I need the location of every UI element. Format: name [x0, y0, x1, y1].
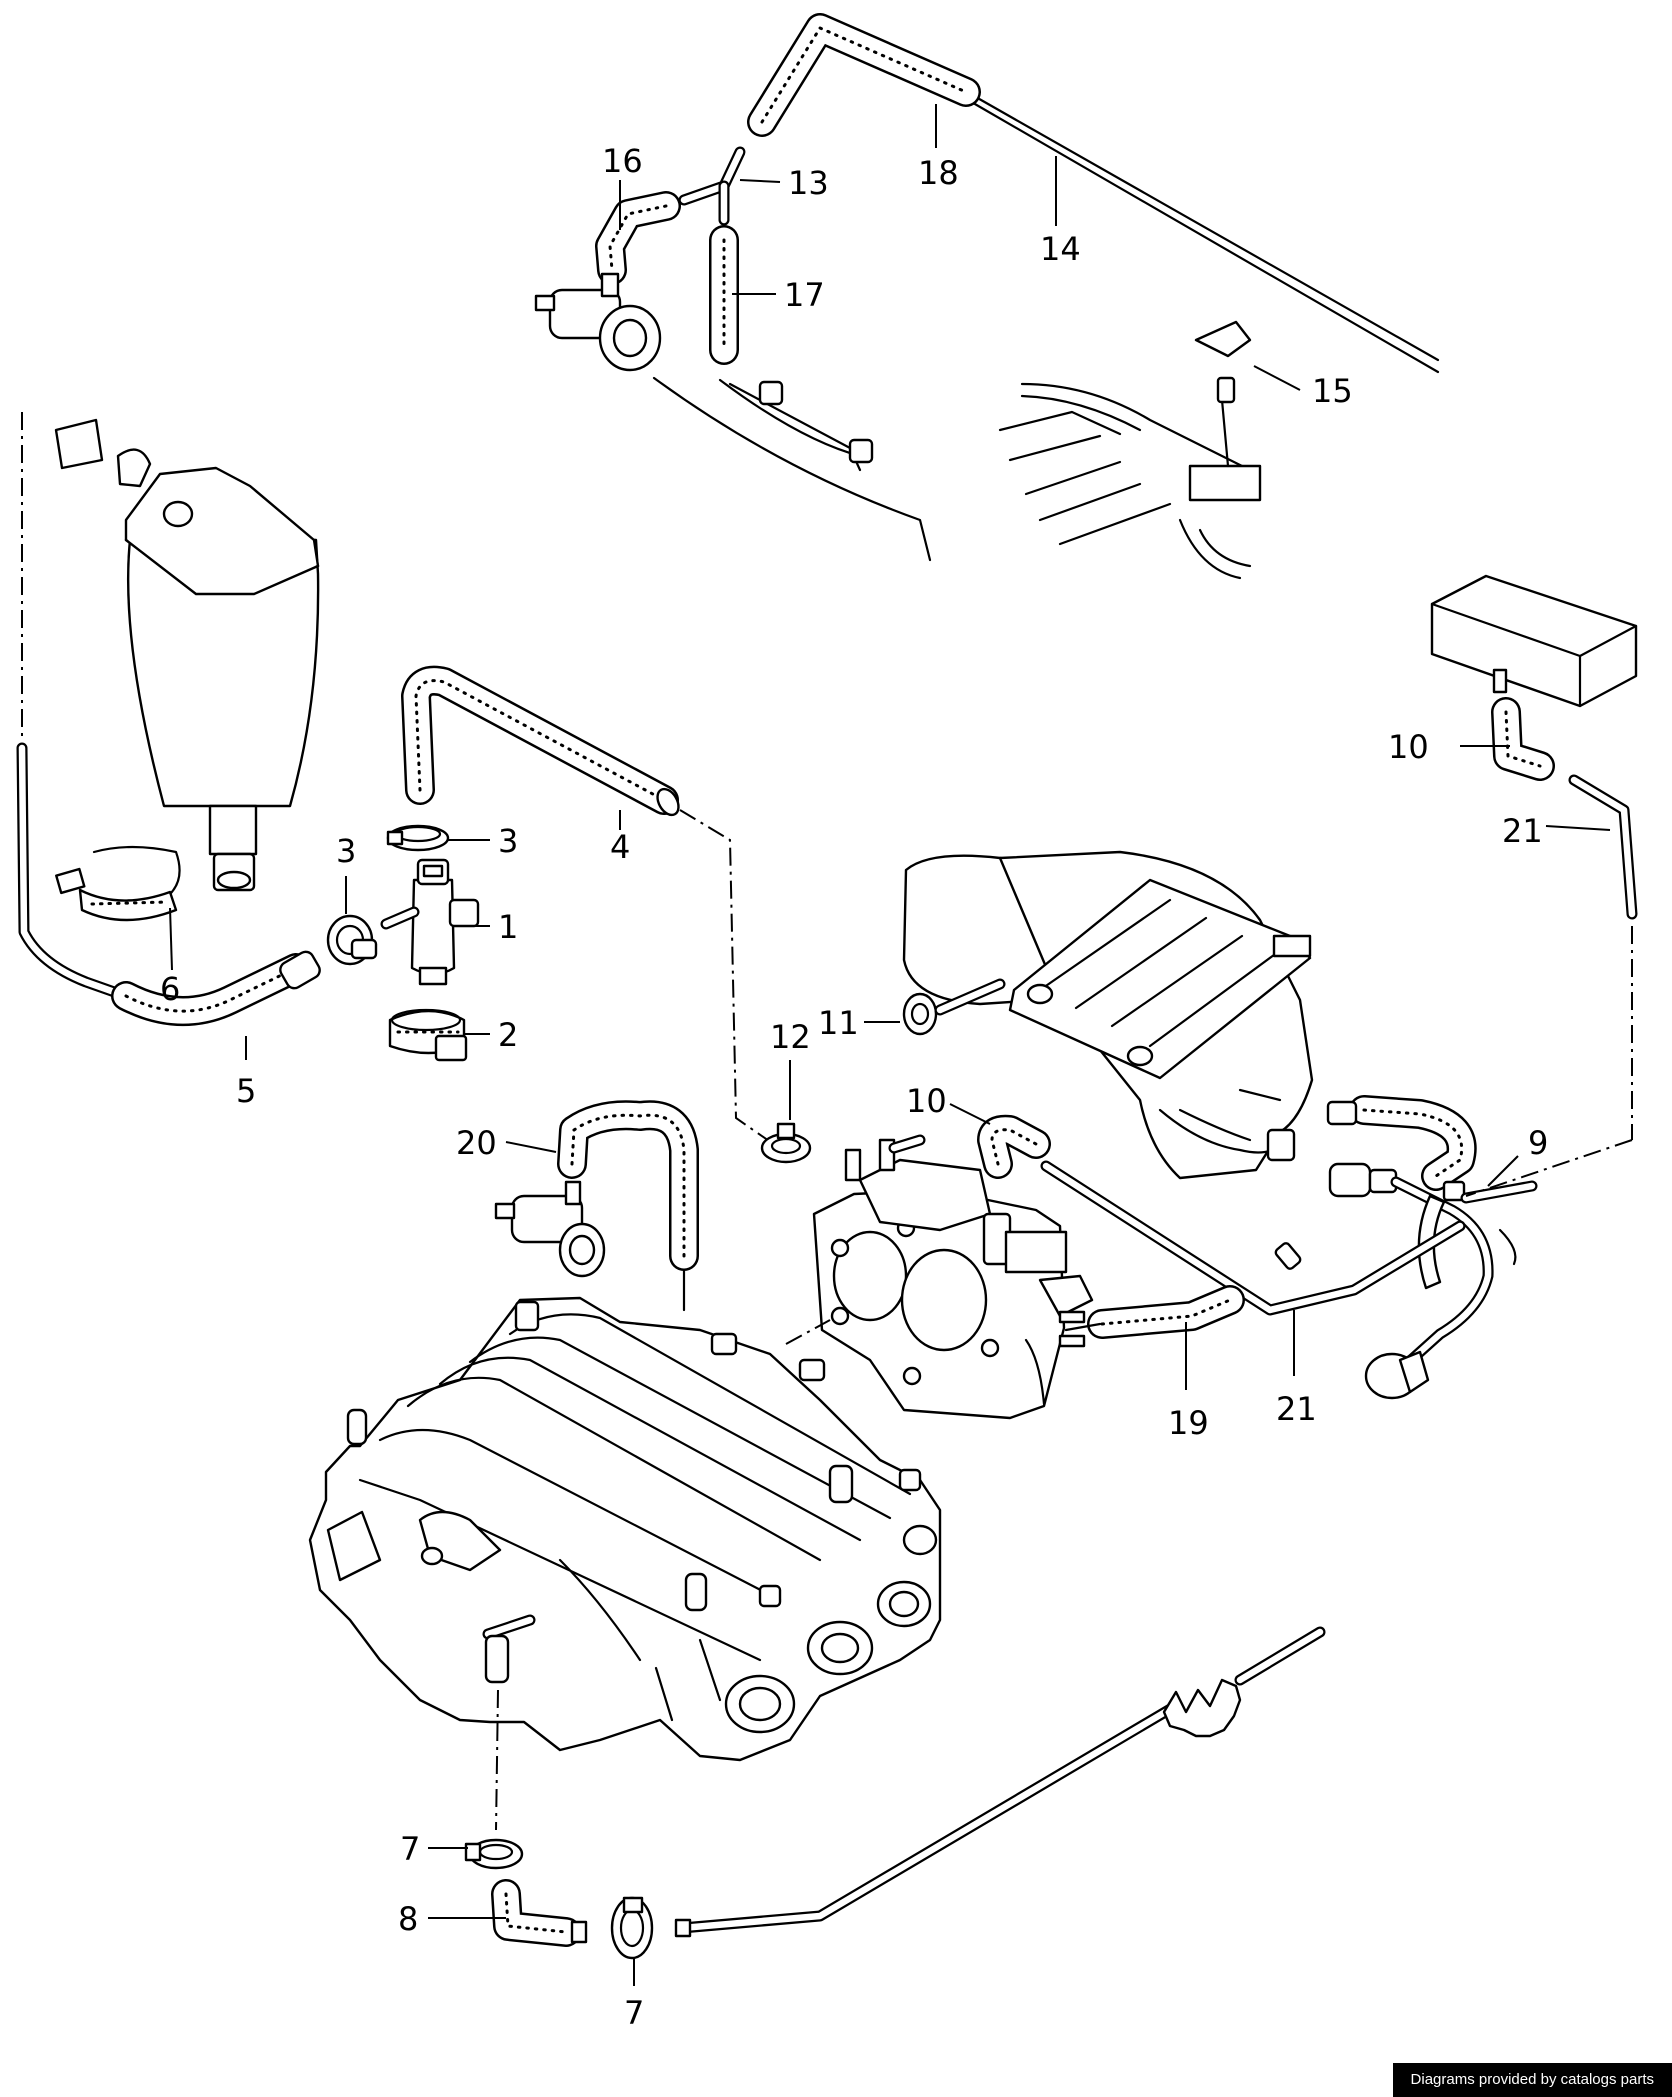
hose-21-lower: [1040, 1160, 1466, 1316]
clamp-2: [388, 1008, 468, 1062]
clamp-6: [55, 845, 181, 922]
callout-21-upper: 21: [1502, 812, 1543, 850]
callout-10-right: 10: [1388, 728, 1429, 766]
callout-5: 5: [236, 1072, 256, 1110]
callout-13: 13: [788, 164, 829, 202]
elbow-10-right: [1491, 697, 1555, 781]
hose-20: [557, 1100, 699, 1312]
reservoir: [54, 418, 320, 892]
callout-11: 11: [818, 1004, 859, 1042]
valve-top: [534, 272, 662, 372]
right-assembly: [902, 574, 1638, 1400]
hose-18: [747, 13, 981, 137]
left-assembly: [16, 412, 321, 1027]
callout-9: 9: [1528, 1124, 1548, 1162]
throttle-assembly: [760, 1114, 1466, 1420]
callout-labels: 16 13 17 18 14 15 10 21 3 3 4 1 2 6 5 11…: [160, 142, 1548, 2032]
callout-10-center: 10: [906, 1082, 947, 1120]
connector-right: [1328, 1162, 1494, 1400]
footer-credit-badge: Diagrams provided by catalogs parts: [1392, 2063, 1672, 2097]
callout-18: 18: [918, 154, 959, 192]
leader-lines: [169, 104, 1611, 1986]
valve-1: [380, 858, 480, 986]
callout-12: 12: [770, 1018, 811, 1056]
hose-21-upper: [1568, 774, 1638, 920]
hose-long-bottom: [674, 1626, 1326, 1938]
callout-20: 20: [456, 1124, 497, 1162]
callout-16: 16: [602, 142, 643, 180]
callout-7-bottom: 7: [624, 1994, 644, 2032]
callout-19: 19: [1168, 1404, 1209, 1442]
callout-15: 15: [1312, 372, 1353, 410]
clamp-7-right: [610, 1896, 654, 1960]
ring-11: [902, 978, 1006, 1036]
callout-7-left: 7: [400, 1830, 420, 1868]
callout-3-left: 3: [336, 832, 356, 870]
clamp-7-left: [464, 1838, 524, 1870]
callout-21-lower: 21: [1276, 1390, 1317, 1428]
callout-17: 17: [784, 276, 825, 314]
callout-6: 6: [160, 970, 180, 1008]
intake-manifold: [308, 1296, 942, 1762]
hose-16: [595, 191, 681, 285]
middle-left-assembly: [326, 665, 783, 1151]
intake-plenum: [902, 850, 1314, 1180]
callout-14: 14: [1040, 230, 1081, 268]
top-assembly: [534, 13, 1440, 580]
control-box: [1430, 574, 1638, 708]
hose-5: [16, 742, 321, 1027]
clamp-3-upper: [386, 824, 450, 852]
engine-cover-top: [652, 376, 932, 562]
callout-8: 8: [398, 1900, 418, 1938]
elbow-8: [491, 1879, 588, 1947]
valve-20: [494, 1180, 606, 1278]
y-piece-13: [678, 146, 746, 226]
clamp-3-left: [326, 914, 378, 966]
callout-3-upper: 3: [498, 822, 518, 860]
lower-assembly: [308, 1100, 1326, 1960]
callout-2: 2: [498, 1016, 518, 1054]
line-14: [958, 86, 1440, 374]
intake-upper-right: [998, 320, 1262, 580]
callout-1: 1: [498, 908, 518, 946]
hose-4: [401, 665, 680, 817]
elbow-10-center: [977, 1114, 1051, 1179]
hose-right-elbow: [1326, 1095, 1477, 1191]
clamp-12: [760, 1122, 812, 1164]
callout-4: 4: [610, 828, 630, 866]
hose-19: [1064, 1285, 1245, 1339]
throttle-body: [812, 1134, 1094, 1420]
